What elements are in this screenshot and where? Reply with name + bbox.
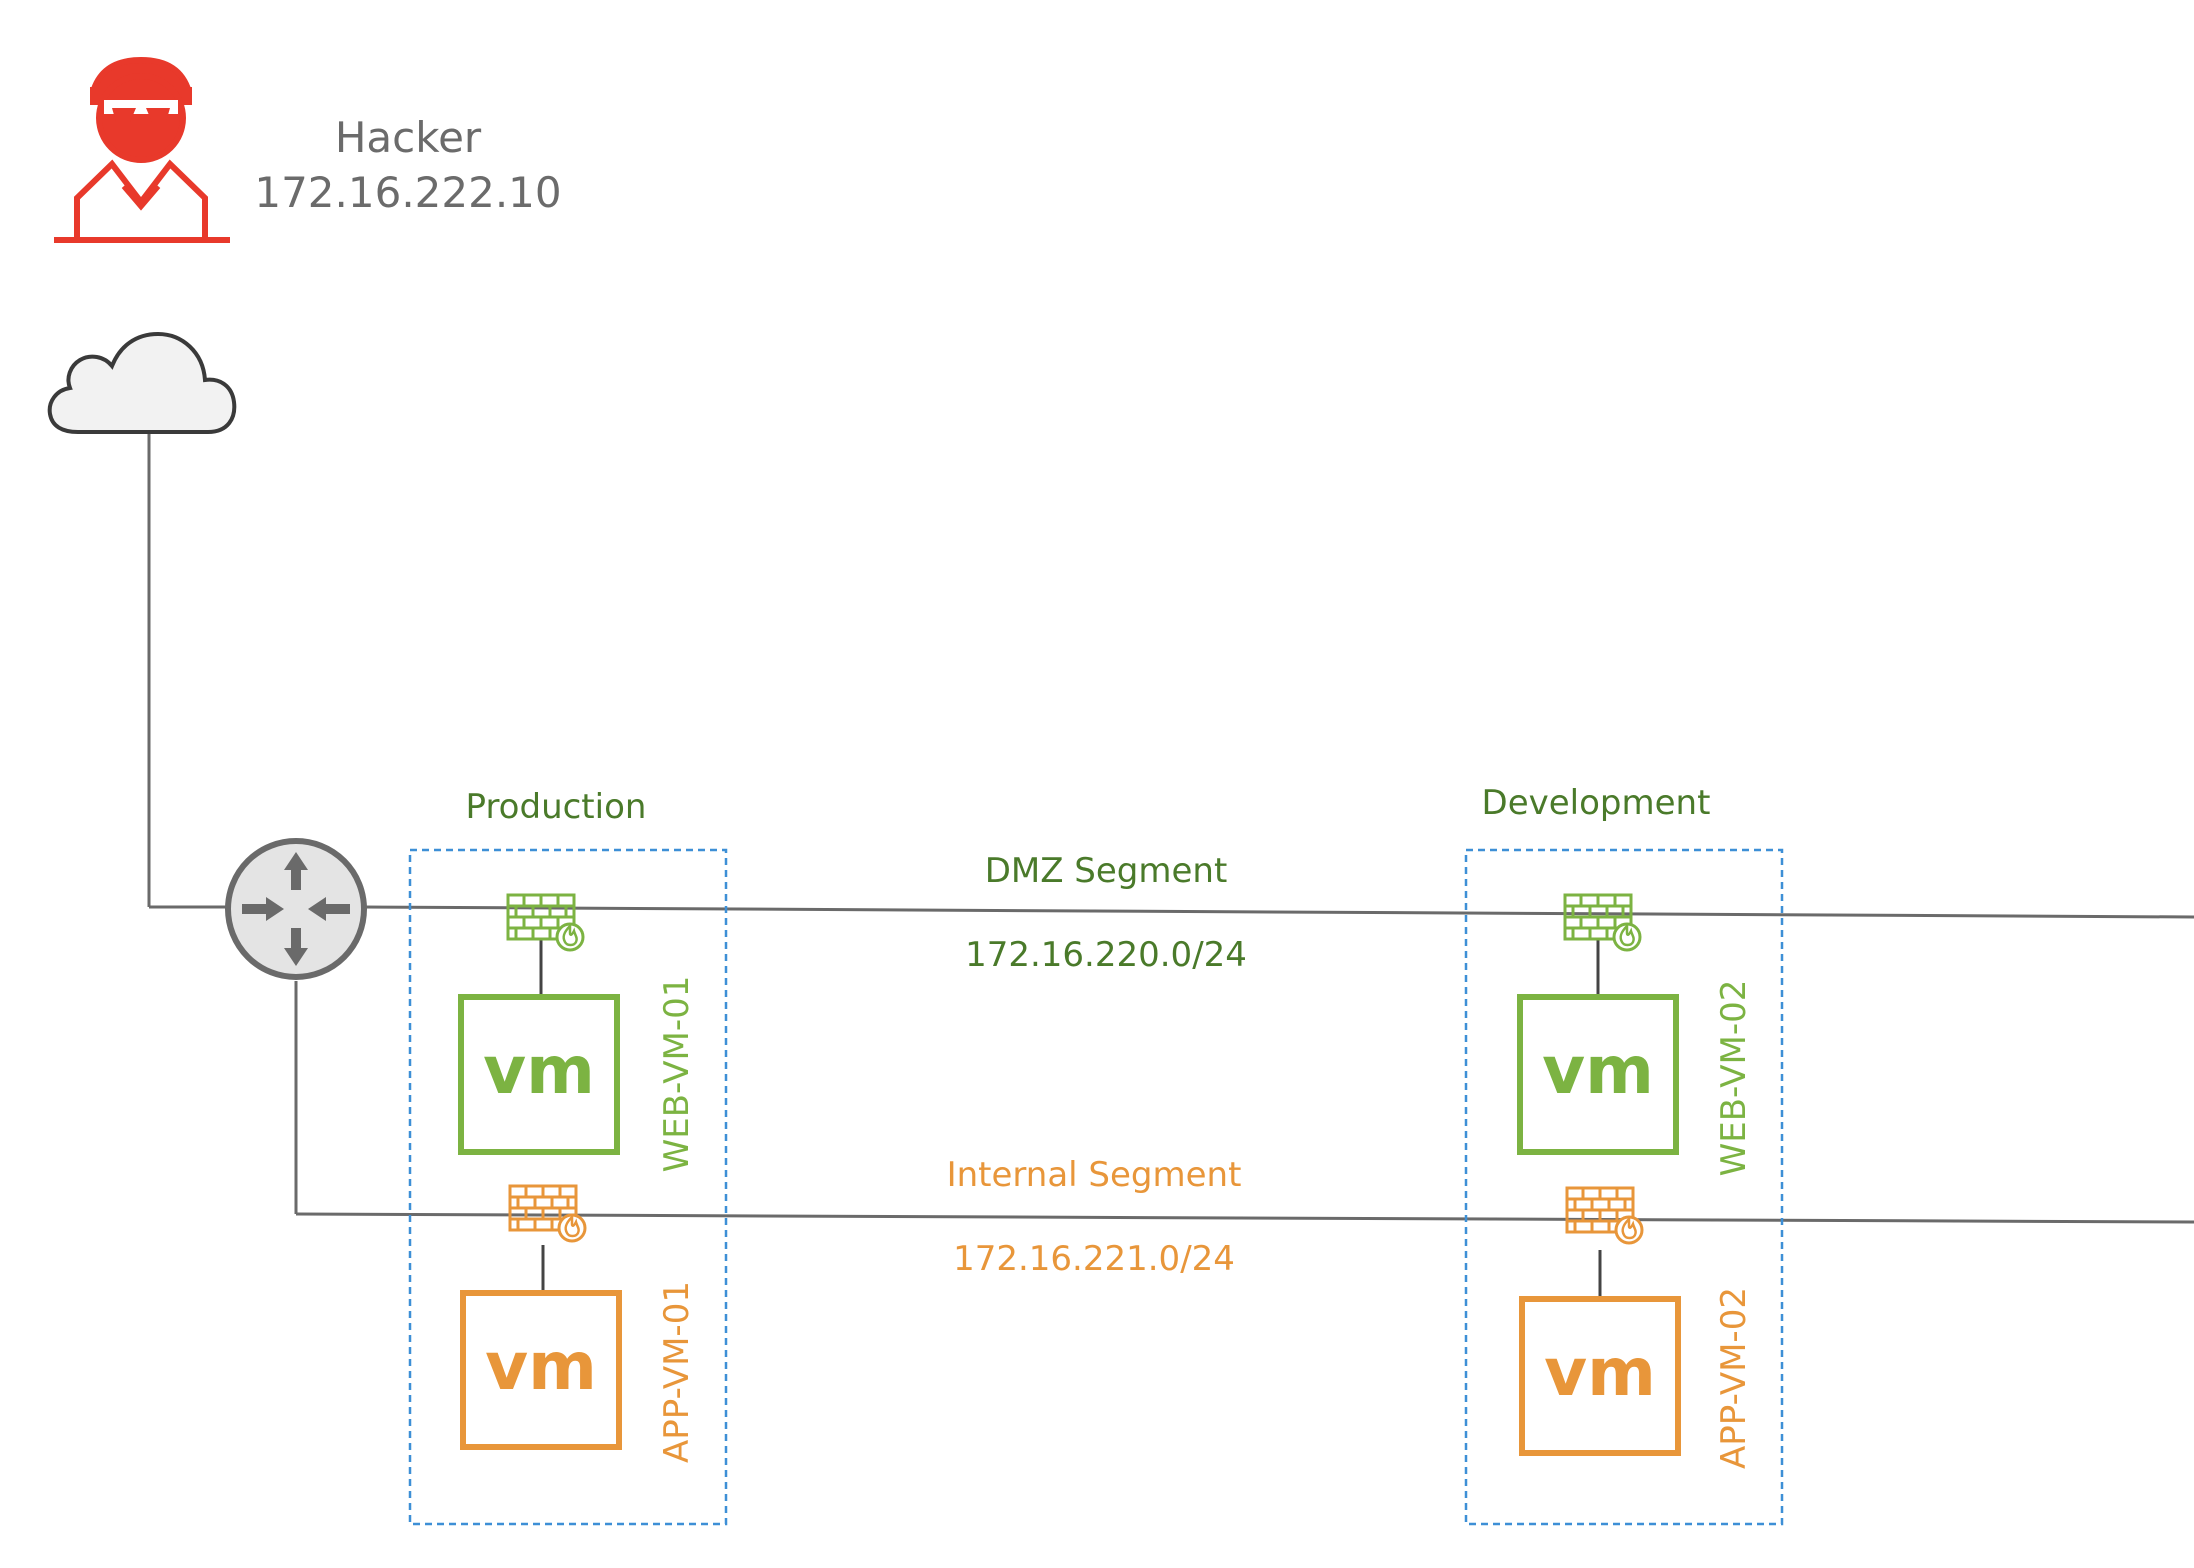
connection-lines xyxy=(147,433,2194,1298)
zone-production: Production vm WEB-VM-01 vm APP-VM-01 xyxy=(408,787,728,1526)
dmz-segment-name: DMZ Segment xyxy=(985,851,1228,891)
svg-text:vm: vm xyxy=(485,1328,597,1405)
app-vm-02-name: APP-VM-02 xyxy=(1714,1287,1754,1469)
firewall-icon xyxy=(1563,893,1642,952)
app-vm-01-name: APP-VM-01 xyxy=(657,1281,697,1463)
router-icon xyxy=(225,838,367,980)
firewall-icon xyxy=(506,893,585,952)
web-vm-01-icon: vm xyxy=(458,994,620,1155)
firewall-icon xyxy=(1565,1186,1644,1245)
hacker-ip: 172.16.222.10 xyxy=(254,168,561,217)
app-vm-01-icon: vm xyxy=(460,1290,622,1450)
web-vm-02-name: WEB-VM-02 xyxy=(1714,980,1754,1177)
zone-development-label: Development xyxy=(1482,783,1711,823)
internal-segment-line xyxy=(295,1212,2194,1224)
web-vm-02-icon: vm xyxy=(1517,994,1679,1155)
web-vm-01-name: WEB-VM-01 xyxy=(657,976,697,1173)
cloud-icon xyxy=(47,331,237,434)
svg-text:vm: vm xyxy=(483,1032,595,1109)
zone-production-border xyxy=(408,848,728,1526)
svg-text:vm: vm xyxy=(1544,1334,1656,1411)
zone-production-label: Production xyxy=(466,787,647,827)
internal-segment-subnet: 172.16.221.0/24 xyxy=(953,1239,1235,1279)
dmz-segment-line xyxy=(363,905,2194,919)
internal-segment-name: Internal Segment xyxy=(947,1155,1242,1195)
app-vm-02-icon: vm xyxy=(1519,1296,1681,1456)
zone-development: Development vm WEB-VM-02 vm APP-VM-02 xyxy=(1464,783,1784,1526)
zone-development-border xyxy=(1464,848,1784,1526)
hacker-icon xyxy=(54,56,230,243)
dmz-segment-subnet: 172.16.220.0/24 xyxy=(965,935,1247,975)
hacker-name: Hacker xyxy=(335,113,482,162)
svg-text:vm: vm xyxy=(1542,1032,1654,1109)
